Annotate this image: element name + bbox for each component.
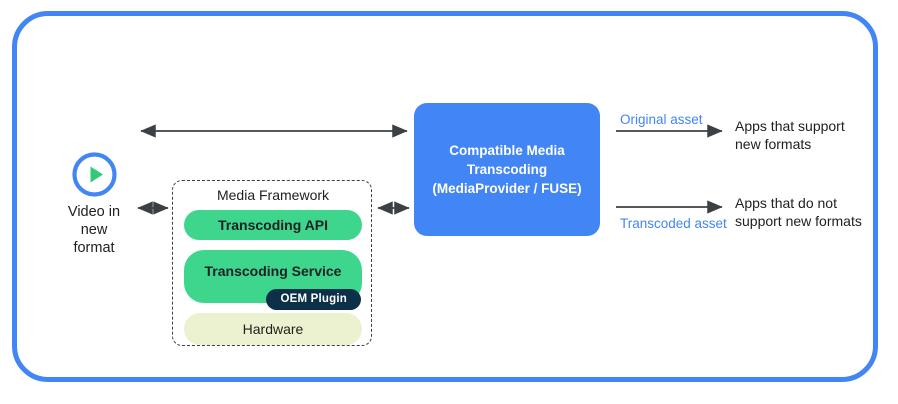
media-framework-title: Media Framework — [216, 187, 330, 203]
compatible-media-transcoding-box[interactable]: Compatible Media Transcoding (MediaProvi… — [414, 103, 600, 236]
cmt-line-2: Transcoding — [466, 162, 548, 177]
supporting-apps-text: Apps that support new formats — [735, 117, 845, 153]
transcoding-api-label: Transcoding API — [218, 217, 328, 233]
nonsupporting-apps-line-2: support new formats — [735, 213, 862, 229]
transcoding-api-block[interactable]: Transcoding API — [184, 210, 362, 240]
supporting-apps-line-2: new formats — [735, 136, 812, 152]
video-caption-line-3: format — [73, 240, 115, 256]
video-caption-line-2: new — [80, 222, 108, 238]
video-caption-line-1: Video in — [67, 204, 121, 220]
transcoding-service-label: Transcoding Service — [204, 263, 342, 279]
transcoding-service-block[interactable]: Transcoding Service OEM Plugin — [184, 250, 362, 310]
play-circle-icon — [71, 151, 118, 198]
media-framework-stack: Transcoding API Transcoding Service OEM … — [184, 210, 362, 345]
nonsupporting-apps-line-1: Apps that do not — [735, 195, 837, 211]
cmt-text: Compatible Media Transcoding (MediaProvi… — [432, 141, 581, 198]
cmt-line-1: Compatible Media — [449, 143, 565, 158]
hardware-block[interactable]: Hardware — [184, 313, 362, 345]
hardware-label: Hardware — [242, 321, 304, 337]
original-asset-label: Original asset — [620, 112, 703, 127]
nonsupporting-apps-text: Apps that do not support new formats — [735, 194, 862, 230]
media-framework-group: Media Framework Transcoding API Transcod… — [172, 180, 372, 346]
transcoded-asset-label: Transcoded asset — [620, 216, 727, 231]
cmt-line-3: (MediaProvider / FUSE) — [432, 181, 582, 196]
video-source-caption: Video in new format — [38, 203, 150, 257]
oem-plugin-badge[interactable]: OEM Plugin — [266, 289, 361, 310]
supporting-apps-line-1: Apps that support — [735, 118, 845, 134]
